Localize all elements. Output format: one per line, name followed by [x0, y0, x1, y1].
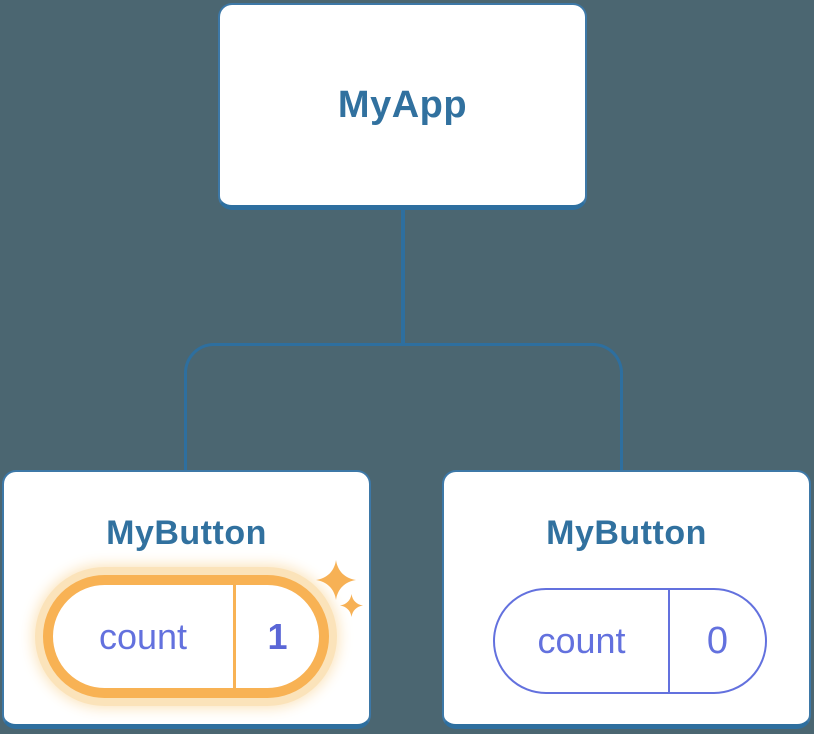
- connector-bracket: [184, 343, 623, 471]
- state-value: 0: [706, 619, 729, 662]
- child-node-label: MyButton: [106, 514, 267, 552]
- sparkle-icon: [340, 594, 363, 617]
- state-value: 1: [267, 615, 288, 657]
- root-node-label: MyApp: [337, 83, 468, 126]
- state-pill-content: count 0: [495, 590, 765, 692]
- sparkle-icon: [316, 560, 356, 600]
- state-pill-divider: [233, 585, 236, 688]
- state-pill-highlighted: count 1: [43, 575, 329, 698]
- child-node-mybutton-1: MyButton count 1: [2, 470, 371, 729]
- state-key: count: [98, 615, 188, 657]
- state-pill-content: count 1: [53, 585, 319, 688]
- child-node-mybutton-2: MyButton count 0: [442, 470, 811, 729]
- state-key: count: [537, 620, 626, 661]
- child-node-label: MyButton: [546, 514, 707, 552]
- connector-stem: [401, 210, 405, 346]
- state-pill: count 0: [493, 588, 767, 694]
- state-pill-divider: [668, 590, 670, 692]
- root-node-myapp: MyApp: [218, 3, 587, 210]
